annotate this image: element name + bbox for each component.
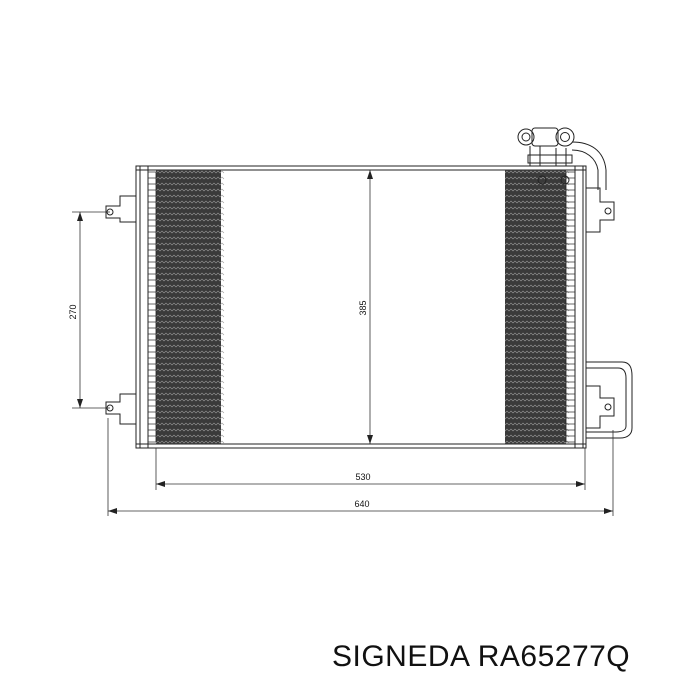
fins-left [155, 170, 225, 444]
right-bracket-top [586, 187, 615, 233]
pipe-fitting-top [517, 127, 607, 190]
right-bracket-bottom [586, 385, 615, 429]
dimension-270: 270 [68, 211, 110, 409]
dimension-385-label: 385 [358, 300, 368, 315]
dimension-530: 530 [155, 448, 586, 490]
fins-right [504, 170, 570, 444]
dimension-640-label: 640 [354, 499, 369, 509]
dimension-385: 385 [358, 170, 373, 444]
pipe-return-right [586, 361, 633, 439]
product-caption: SIGNEDA RA65277Q [332, 640, 631, 673]
dimension-530-label: 530 [355, 472, 370, 482]
left-bracket-bottom [105, 393, 136, 425]
dimension-270-label: 270 [68, 304, 78, 319]
dimension-640: 640 [107, 418, 614, 516]
condenser-body [135, 165, 587, 449]
tubes-left [147, 171, 157, 443]
tubes-right [565, 171, 576, 443]
left-bracket-top [105, 195, 136, 223]
